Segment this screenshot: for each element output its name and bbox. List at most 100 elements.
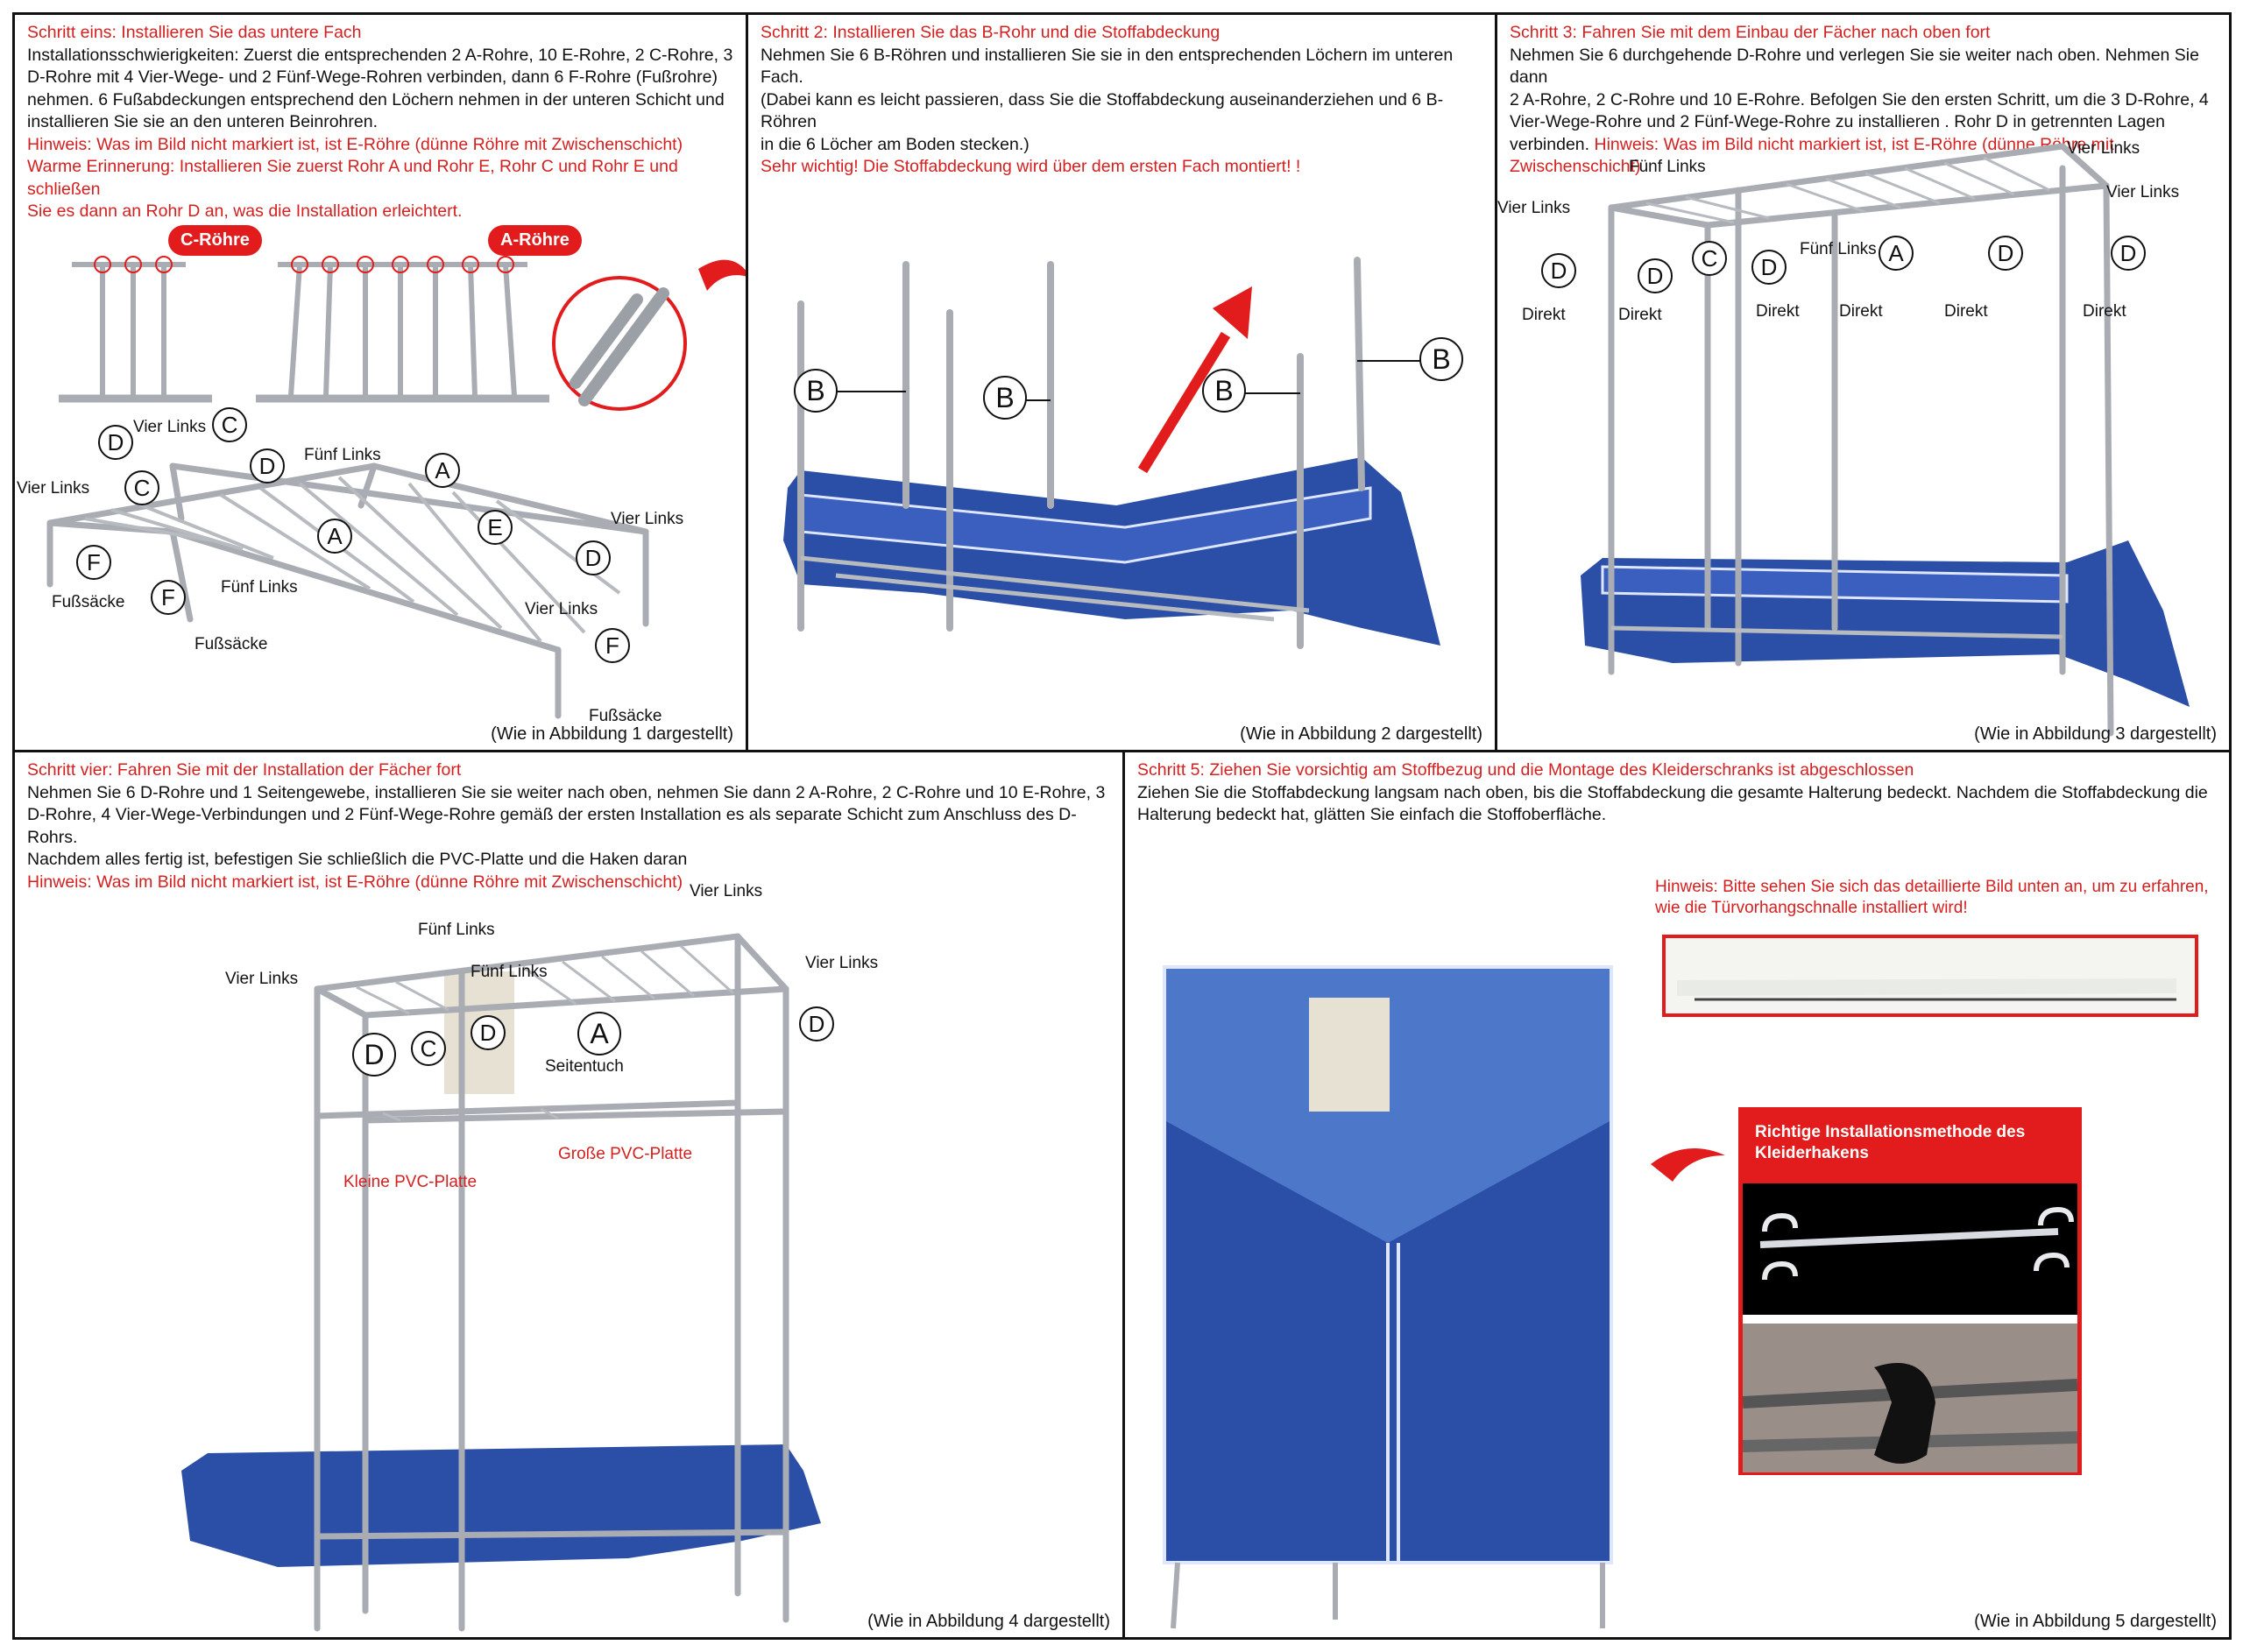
step2-line: Nehmen Sie 6 B-Röhren und installieren S… <box>761 45 1454 88</box>
step5-caption: (Wie in Abbildung 5 dargestellt) <box>1974 1612 2217 1631</box>
fussaecke-label: Fußsäcke <box>52 593 125 611</box>
label-e: E <box>478 510 513 545</box>
label-a: A <box>577 1012 621 1055</box>
label-b: B <box>794 369 838 413</box>
step5-hint: Hinweis: Bitte sehen Sie sich das detail… <box>1655 877 2209 919</box>
fussaecke-label: Fußsäcke <box>589 707 662 725</box>
fuenf-links-label: Fünf Links <box>471 963 548 981</box>
label-d: D <box>576 540 611 575</box>
step1-diagram <box>46 256 751 719</box>
label-d: D <box>352 1033 396 1077</box>
step3-line: Vier-Wege-Rohre und 2 Fünf-Wege-Rohre zu… <box>1510 112 2165 131</box>
step1-line: nehmen. 6 Fußabdeckungen entsprechend de… <box>27 89 725 109</box>
step5-line: Ziehen Sie die Stoffabdeckung langsam na… <box>1137 782 2208 802</box>
direkt-label: Direkt <box>1618 306 1662 324</box>
label-c: C <box>1692 241 1727 276</box>
label-c: C <box>212 407 247 442</box>
step4-caption: (Wie in Abbildung 4 dargestellt) <box>867 1612 1110 1631</box>
c-tube-bubble: C-Röhre <box>168 225 262 256</box>
step1-caption: (Wie in Abbildung 1 dargestellt) <box>491 724 733 744</box>
vier-links-label: Vier Links <box>225 970 299 988</box>
label-c: C <box>411 1031 446 1066</box>
step4-note: Hinweis: Was im Bild nicht markiert ist,… <box>27 872 683 892</box>
small-pvc-label: Kleine PVC-Platte <box>343 1173 478 1191</box>
step3-line: Nehmen Sie 6 durchgehende D-Rohre und ve… <box>1510 45 2199 88</box>
step2-panel: Schritt 2: Installieren Sie das B-Rohr u… <box>746 12 1497 752</box>
step5-diagram <box>1163 935 2198 1629</box>
step5-line: Halterung bedeckt hat, glätten Sie einfa… <box>1137 805 1607 824</box>
step1-title: Schritt eins: Installieren Sie das unter… <box>27 23 362 42</box>
vier-links-label: Vier Links <box>525 600 598 618</box>
label-d: D <box>98 425 133 460</box>
label-b: B <box>1419 337 1463 381</box>
step4-panel: Schritt vier: Fahren Sie mit der Install… <box>12 750 1125 1640</box>
vier-links-label: Vier Links <box>805 954 879 972</box>
vier-links-label: Vier Links <box>690 882 763 900</box>
step2-title: Schritt 2: Installieren Sie das B-Rohr u… <box>761 23 1221 42</box>
step2-line: (Dabei kann es leicht passieren, dass Si… <box>761 89 1444 132</box>
vier-links-label: Vier Links <box>133 418 207 436</box>
step1-line: D-Rohre mit 4 Vier-Wege- und 2 Fünf-Wege… <box>27 67 718 87</box>
step1-panel: Schritt eins: Installieren Sie das unter… <box>12 12 751 752</box>
step5-panel: Schritt 5: Ziehen Sie vorsichtig am Stof… <box>1122 750 2232 1640</box>
step1-note: Sie es dann an Rohr D an, was die Instal… <box>27 201 463 221</box>
fuenf-links-label: Fünf Links <box>221 578 298 597</box>
label-c: C <box>124 470 159 505</box>
label-f: F <box>76 545 111 580</box>
hook-title-line: Kleiderhakens <box>1755 1144 1869 1162</box>
fuenf-links-label: Fünf Links <box>1629 158 1706 176</box>
step4-line: D-Rohre, 4 Vier-Wege-Verbindungen und 2 … <box>27 805 1077 847</box>
step3-line: 2 A-Rohre, 2 C-Rohre und 10 E-Rohre. Bef… <box>1510 89 2209 109</box>
step2-diagram <box>783 257 1440 649</box>
fussaecke-label: Fußsäcke <box>195 635 268 653</box>
label-d: D <box>471 1015 506 1050</box>
label-a: A <box>1879 236 1914 271</box>
fuenf-links-label: Fünf Links <box>304 446 381 464</box>
seitentuch-label: Seitentuch <box>545 1057 624 1076</box>
step4-line: Nachdem alles fertig ist, befestigen Sie… <box>27 850 688 869</box>
hook-photos <box>1743 1183 2077 1472</box>
step2-line: in die 6 Löcher am Boden stecken.) <box>761 134 1030 154</box>
vier-links-label: Vier Links <box>2106 183 2180 201</box>
vier-links-label: Vier Links <box>2067 139 2140 158</box>
step3-note: Hinweis: Was im Bild nicht markiert ist,… <box>1510 134 2114 177</box>
step3-panel: Schritt 3: Fahren Sie mit dem Einbau der… <box>1495 12 2232 752</box>
label-d: D <box>1988 236 2023 271</box>
step4-line: Nehmen Sie 6 D-Rohre und 1 Seitengewebe,… <box>27 782 1106 802</box>
direkt-label: Direkt <box>2083 302 2126 321</box>
step5-title: Schritt 5: Ziehen Sie vorsichtig am Stof… <box>1137 760 1914 780</box>
a-tube-bubble: A-Röhre <box>488 225 582 256</box>
direkt-label: Direkt <box>1839 302 1883 321</box>
label-f: F <box>595 628 630 663</box>
step3-diagram <box>1581 143 2190 737</box>
label-d: D <box>799 1006 834 1041</box>
step3-caption: (Wie in Abbildung 3 dargestellt) <box>1974 724 2217 744</box>
hook-install-box: Richtige Installationsmethode des Kleide… <box>1738 1107 2082 1475</box>
step1-note: Warme Erinnerung: Installieren Sie zuers… <box>27 157 678 199</box>
direkt-label: Direkt <box>1522 306 1566 324</box>
label-b: B <box>983 376 1027 420</box>
label-d: D <box>1751 250 1787 285</box>
hook-install-title: Richtige Installationsmethode des Kleide… <box>1743 1112 2077 1183</box>
label-f: F <box>151 580 186 615</box>
label-d: D <box>2111 236 2146 271</box>
direkt-label: Direkt <box>1756 302 1800 321</box>
step2-caption: (Wie in Abbildung 2 dargestellt) <box>1240 724 1482 744</box>
step1-line: Installationsschwierigkeiten: Zuerst die… <box>27 45 733 65</box>
vier-links-label: Vier Links <box>611 510 684 528</box>
step4-diagram <box>181 933 821 1632</box>
label-b: B <box>1202 369 1246 413</box>
label-d: D <box>1638 258 1673 293</box>
step5-hint-line: wie die Türvorhangschnalle installiert w… <box>1655 899 1968 917</box>
label-d: D <box>1541 253 1576 288</box>
step2-warning: Sehr wichtig! Die Stoffabdeckung wird üb… <box>761 157 1301 176</box>
vier-links-label: Vier Links <box>1497 199 1571 217</box>
step4-title: Schritt vier: Fahren Sie mit der Install… <box>27 760 462 780</box>
step1-note: Hinweis: Was im Bild nicht markiert ist,… <box>27 134 683 154</box>
label-d: D <box>250 448 285 484</box>
hook-title-line: Richtige Installationsmethode des <box>1755 1123 2026 1141</box>
step1-line: installieren Sie sie an den unteren Bein… <box>27 112 379 131</box>
label-a: A <box>317 519 352 554</box>
fuenf-links-label: Fünf Links <box>1800 240 1877 258</box>
direkt-label: Direkt <box>1944 302 1988 321</box>
